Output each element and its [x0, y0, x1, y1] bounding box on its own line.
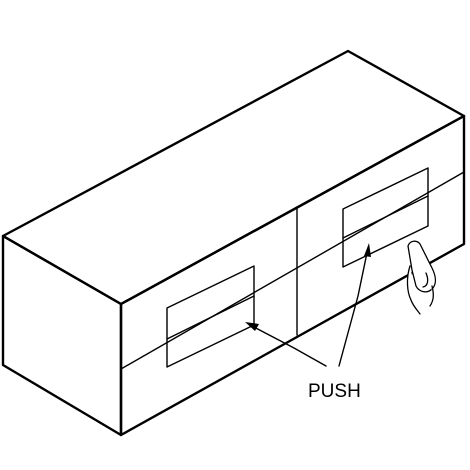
cabinet-front-face: [119, 114, 466, 437]
cabinet-end-face: [1, 234, 123, 437]
cabinet-top-face: [1, 49, 466, 306]
arrow-to-left-pad: [245, 322, 327, 367]
push-pad-right: [342, 167, 429, 268]
push-label: PUSH: [308, 381, 361, 402]
push-pad-left: [166, 265, 255, 368]
arrow-to-right-pad: [338, 243, 371, 367]
pointing-finger-icon: [406, 240, 437, 315]
drawer-horizontal-seam: [120, 171, 465, 370]
